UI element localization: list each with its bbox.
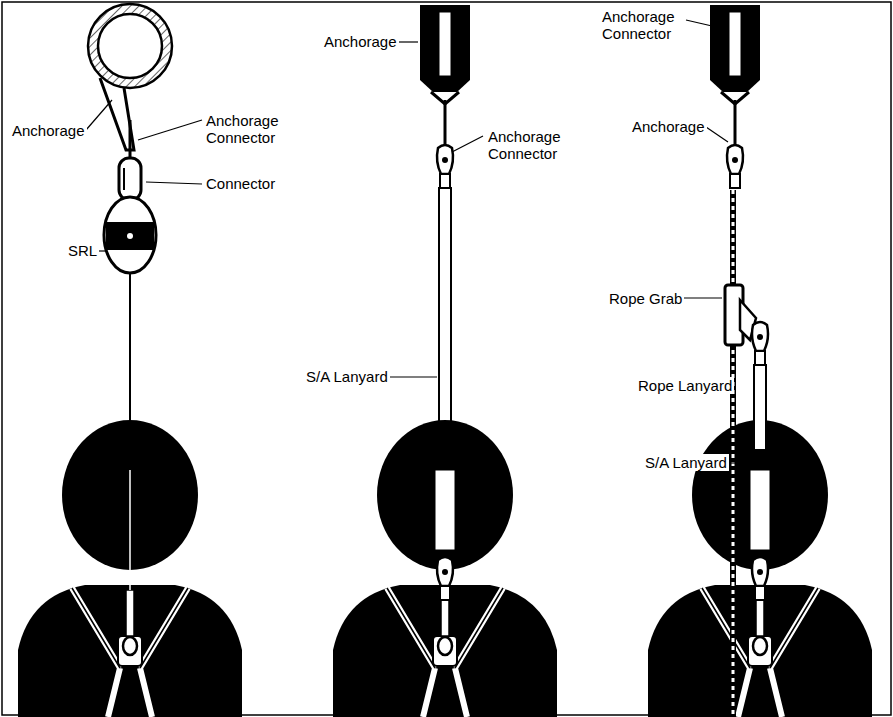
part-label: Rope Lanyard — [636, 377, 734, 394]
part-label: S/A Lanyard — [643, 454, 729, 471]
part-label: S/A Lanyard — [304, 368, 390, 385]
part-label: Anchorage Connector — [204, 112, 284, 146]
part-label: Anchorage — [630, 118, 707, 135]
part-label: Anchorage Connector — [486, 128, 566, 162]
part-label: Anchorage Connector — [600, 8, 680, 42]
srl-system — [18, 4, 242, 717]
part-label: SRL — [66, 242, 99, 259]
part-label: Anchorage — [10, 122, 87, 139]
lanyard-system — [333, 5, 557, 717]
part-label: Connector — [204, 175, 277, 192]
rope-grab-system — [648, 5, 872, 717]
leader-lines — [86, 20, 752, 463]
part-label: Rope Grab — [607, 290, 684, 307]
part-label: Anchorage — [322, 33, 399, 50]
